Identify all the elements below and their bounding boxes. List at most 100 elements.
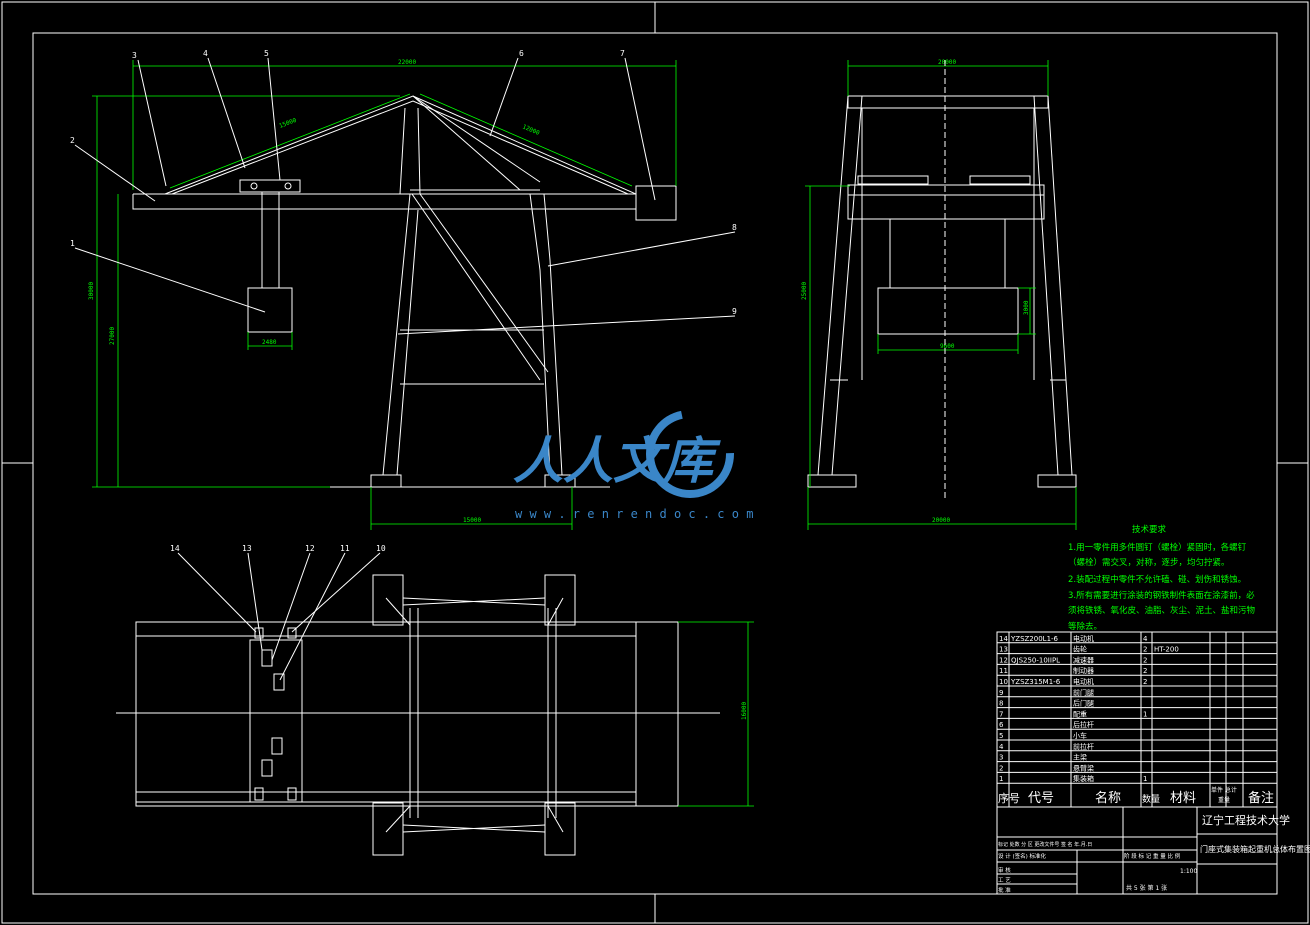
tech-requirements: 技术要求 1.用一零件用多件圆钉（螺栓）紧固时，各螺钉 （螺栓）需交叉，对称，逐…: [1068, 524, 1256, 632]
bom-cell-no: 2: [999, 764, 1003, 772]
bom-cell-no: 3: [999, 754, 1003, 762]
bom-cell-name: 配重: [1073, 710, 1087, 718]
school-name: 辽宁工程技术大学: [1202, 813, 1290, 827]
front-leaders: [74, 57, 736, 335]
bom-cell-name: 悬臂梁: [1073, 763, 1094, 772]
svg-text:2.装配过程中零件不允许磕、碰、划伤和锈蚀。: 2.装配过程中零件不允许磕、碰、划伤和锈蚀。: [1068, 574, 1246, 585]
bom-h-note: 备注: [1248, 790, 1274, 806]
bom-cell-qty: 1: [1143, 710, 1147, 718]
bom-cell-name: 前拉杆: [1073, 742, 1094, 751]
tb-row4: 工 艺: [998, 877, 1011, 884]
dim-side-top: 20000: [938, 59, 956, 66]
bom-h-no: 序号: [998, 791, 1020, 805]
watermark-logo: 人人文库 w w w . r e n r e n d o c . c o m: [513, 410, 753, 521]
bom-cell-mat: HT-200: [1154, 646, 1179, 654]
bom-cell-no: 8: [999, 700, 1003, 708]
balloon-9: 9: [732, 307, 737, 316]
bom-h-unit2: 重量: [1218, 796, 1230, 804]
bom-h-code: 代号: [1028, 791, 1054, 806]
dim-right-boom: 12000: [521, 123, 541, 137]
bom-cell-no: 5: [999, 732, 1003, 740]
bom-cell-no: 11: [999, 667, 1008, 675]
balloon-12: 12: [305, 544, 315, 553]
tb-row1: 标记 处数 分 区 更改文件号 签 名 年.月.日: [998, 841, 1092, 848]
bom-cell-name: 制动器: [1073, 666, 1094, 675]
bom-cell-name: 电动机: [1073, 677, 1094, 686]
title-block: 辽宁工程技术大学 门座式集装箱起重机总体布置图 标记 处数 分 区 更改文件号 …: [996, 806, 1310, 895]
tech-title: 技术要求: [1132, 524, 1167, 535]
bom-cell-name: 前门腿: [1073, 688, 1094, 697]
bom-h-unit: 单件 总计: [1211, 786, 1237, 794]
dim-side-bw: 9600: [940, 343, 955, 350]
balloon-8: 8: [732, 223, 737, 232]
watermark-url: w w w . r e n r e n d o c . c o m: [515, 507, 753, 521]
bom-cell-name: 齿轮: [1073, 645, 1087, 654]
balloon-1: 1: [70, 239, 75, 248]
bom-cell-no: 1: [999, 775, 1003, 783]
svg-text:（螺栓）需交叉，对称，逐步，均匀拧紧。: （螺栓）需交叉，对称，逐步，均匀拧紧。: [1068, 557, 1230, 568]
tb-sheets: 共 5 张 第 1 张: [1126, 884, 1167, 892]
bom-cell-code: YZSZ200L1-6: [1010, 635, 1059, 643]
tb-row2: 设 计 (签名) 标准化: [998, 852, 1047, 860]
bom-cell-no: 6: [999, 721, 1004, 729]
bom-cell-qty: 1: [1143, 775, 1147, 783]
bom-cell-name: 电动机: [1073, 634, 1094, 643]
dim-side-base: 20000: [932, 517, 950, 524]
bom-cell-no: 14: [999, 635, 1008, 643]
bom-cell-no: 7: [999, 710, 1003, 718]
bom-cell-no: 10: [999, 678, 1008, 686]
dim-plan-h: 16000: [741, 702, 748, 720]
bom-h-qty: 数量: [1142, 793, 1160, 805]
bom-cell-no: 4: [999, 743, 1004, 751]
bom-cell-name: 减速器: [1073, 655, 1094, 664]
dim-hook-w: 2480: [262, 339, 277, 346]
dim-side-h: 25000: [801, 282, 808, 300]
balloon-13: 13: [242, 544, 252, 553]
balloon-5: 5: [264, 49, 269, 58]
dim-side-bh: 3000: [1023, 300, 1030, 315]
svg-text:1.用一零件用多件圆钉（螺栓）紧固时，各螺钉: 1.用一零件用多件圆钉（螺栓）紧固时，各螺钉: [1068, 542, 1247, 553]
side-dimensions: 20000 25000 9600 3000 20000: [801, 59, 1077, 530]
tb-row3: 审 核: [998, 866, 1011, 874]
dim-h-total: 30000: [88, 282, 95, 300]
dim-base-w: 15000: [463, 517, 481, 524]
tb-row5: 批 准: [998, 886, 1011, 894]
tb-scale: 1:100: [1180, 868, 1197, 875]
balloon-3: 3: [132, 51, 137, 60]
bom-cell-name: 小车: [1073, 731, 1087, 740]
bom-cell-no: 12: [999, 656, 1008, 664]
balloon-4: 4: [203, 49, 208, 58]
balloon-10: 10: [376, 544, 386, 553]
bom-cell-code: YZSZ315M1-6: [1010, 678, 1061, 686]
balloon-2: 2: [70, 136, 75, 145]
dim-top-span: 22000: [398, 59, 416, 66]
balloon-7: 7: [620, 49, 625, 58]
plan-view: 16000: [116, 574, 754, 856]
bom-cell-qty: 2: [1143, 656, 1147, 664]
svg-text:等除去。: 等除去。: [1068, 621, 1102, 632]
bom-cell-no: 9: [999, 689, 1003, 697]
bom-cell-name: 主梁: [1073, 753, 1087, 762]
plan-leaders: 14 13 12 11 10: [170, 544, 386, 681]
balloon-6: 6: [519, 49, 524, 58]
bom-cell-no: 13: [999, 646, 1008, 654]
dim-left-boom: 15000: [278, 117, 298, 130]
side-view: [807, 95, 1077, 488]
bom-cell-qty: 2: [1143, 646, 1147, 654]
bom-cell-qty: 2: [1143, 667, 1147, 675]
drawing-name: 门座式集装箱起重机总体布置图: [1200, 844, 1310, 854]
tb-stage: 阶 段 标 记 重 量 比 例: [1124, 852, 1181, 860]
bom-cell-qty: 2: [1143, 678, 1147, 686]
svg-text:3.所有需要进行涂装的钢铁制件表面在涂漆前，必: 3.所有需要进行涂装的钢铁制件表面在涂漆前，必: [1068, 590, 1255, 601]
bom-cell-name: 后拉杆: [1073, 720, 1094, 729]
balloon-14: 14: [170, 544, 180, 553]
bom-cell-qty: 4: [1143, 635, 1148, 643]
bom-cell-name: 集装箱: [1073, 774, 1094, 783]
watermark-cn: 人人文库: [513, 432, 721, 490]
front-balloons: 2 1 3 4 5 6 7 8 9: [70, 49, 737, 316]
front-view: [132, 95, 677, 488]
bom-cell-name: 后门腿: [1073, 699, 1094, 708]
balloon-11: 11: [340, 544, 350, 553]
